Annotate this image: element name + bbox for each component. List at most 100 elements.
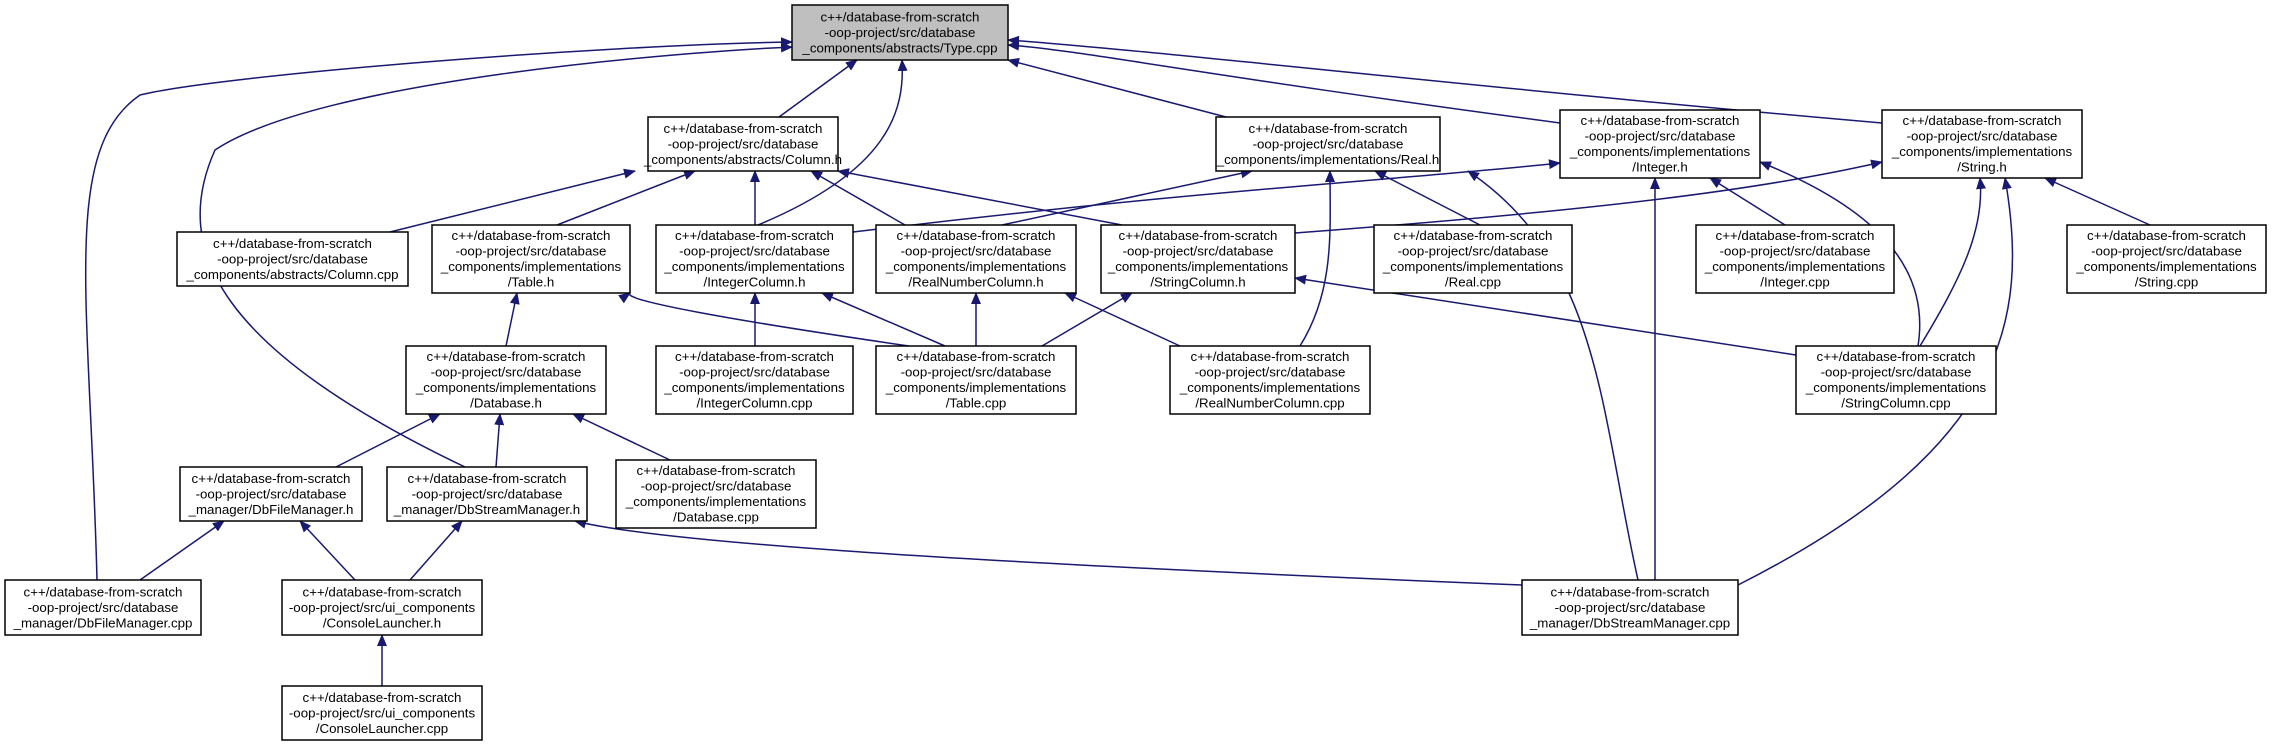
node-box: [1169, 345, 1371, 415]
node-label-line: c++/database-from-scratch: [1249, 121, 1408, 136]
node-real-cpp[interactable]: c++/database-from-scratch-oop-project/sr…: [1373, 224, 1573, 294]
edge-arrow: [1467, 170, 1639, 581]
edge-arrow: [574, 518, 1523, 586]
node-label-line: /ConsoleLauncher.cpp: [316, 721, 448, 736]
node-label-line: _components/implementations: [663, 259, 845, 274]
edge-database_h-to-table_h: [505, 292, 520, 347]
node-label-line: -oop-project/src/database: [679, 365, 830, 380]
node-stringcolumn-h[interactable]: c++/database-from-scratch-oop-project/sr…: [1100, 224, 1296, 294]
edge-column_cpp-to-column_h: [389, 168, 636, 233]
node-label-line: /Database.cpp: [673, 510, 759, 525]
node-label-line: c++/database-from-scratch: [1191, 349, 1350, 364]
node-label-line: c++/database-from-scratch: [897, 228, 1056, 243]
node-label-line: _components/implementations: [415, 380, 597, 395]
node-label-line: _components/implementations: [1107, 259, 1289, 274]
edge-arrow: [1064, 292, 1181, 347]
node-integer-h[interactable]: c++/database-from-scratch-oop-project/sr…: [1559, 109, 1761, 179]
node-box: [1881, 109, 2083, 179]
node-label-line: -oop-project/src/database: [901, 365, 1052, 380]
node-label-line: _components/implementations: [625, 494, 807, 509]
node-box: [875, 345, 1077, 415]
node-label-line: -oop-project/src/database: [1195, 365, 1346, 380]
node-label-line: c++/database-from-scratch: [1119, 228, 1278, 243]
node-label-line: c++/database-from-scratch: [1716, 228, 1875, 243]
node-dbfilemanager-h[interactable]: c++/database-from-scratch-oop-project/sr…: [179, 466, 363, 522]
node-label-line: /StringColumn.h: [1150, 275, 1245, 290]
node-label-line: /String.h: [1957, 160, 2007, 175]
node-box: [1559, 109, 1761, 179]
node-label-line: -oop-project/src/database: [901, 244, 1052, 259]
node-label-line: _components/abstracts/Type.cpp: [801, 40, 997, 55]
node-label-line: c++/database-from-scratch: [213, 236, 372, 251]
node-dbfilemanager-cpp[interactable]: c++/database-from-scratch-oop-project/sr…: [4, 579, 202, 636]
node-string-cpp[interactable]: c++/database-from-scratch-oop-project/sr…: [2066, 224, 2267, 294]
edge-arrow: [757, 59, 908, 226]
edge-arrow: [778, 59, 858, 118]
edge-arrow: [2044, 177, 2151, 226]
node-table-h[interactable]: c++/database-from-scratch-oop-project/sr…: [431, 224, 631, 294]
node-integercolumn-cpp[interactable]: c++/database-from-scratch-oop-project/sr…: [655, 345, 854, 415]
node-label-line: c++/database-from-scratch: [408, 471, 567, 486]
node-label-line: -oop-project/src/database: [668, 136, 819, 151]
edge-dbfilemanager_h-to-database_h: [335, 413, 441, 468]
node-consolelauncher-h[interactable]: c++/database-from-scratch-oop-project/sr…: [281, 579, 483, 636]
node-label-line: c++/database-from-scratch: [637, 463, 796, 478]
node-column-h[interactable]: c++/database-from-scratch-oop-project/sr…: [643, 116, 842, 172]
node-label-line: c++/database-from-scratch: [452, 228, 611, 243]
node-real-h[interactable]: c++/database-from-scratch-oop-project/sr…: [1215, 116, 1441, 172]
edge-real_h-to-type_cpp: [1007, 57, 1227, 118]
edge-table_cpp-to-stringcolumn_h: [1041, 292, 1133, 347]
node-box: [179, 466, 363, 522]
edge-dbfilemanager_cpp-to-type_cpp: [84, 37, 793, 581]
node-dbstreammanager-cpp[interactable]: c++/database-from-scratch-oop-project/sr…: [1521, 579, 1739, 636]
edge-string_cpp-to-string_h: [2044, 177, 2151, 226]
node-label-line: _components/implementations: [1891, 144, 2073, 159]
node-label-line: _components/abstracts/Column.h: [643, 152, 842, 167]
node-string-h[interactable]: c++/database-from-scratch-oop-project/sr…: [1881, 109, 2083, 179]
node-stringcolumn-cpp[interactable]: c++/database-from-scratch-oop-project/sr…: [1795, 345, 1997, 415]
node-box: [431, 224, 631, 294]
node-label-line: -oop-project/src/database: [1821, 365, 1972, 380]
node-label-line: _components/implementations: [1805, 380, 1987, 395]
edge-table_cpp-to-table_h: [618, 292, 910, 347]
node-box: [875, 224, 1077, 294]
node-label-line: _manager/DbFileManager.h: [188, 502, 354, 517]
node-box: [281, 579, 483, 636]
node-integercolumn-h[interactable]: c++/database-from-scratch-oop-project/sr…: [655, 224, 854, 294]
edge-arrow: [1001, 168, 1253, 226]
node-label-line: -oop-project/src/database: [825, 25, 976, 40]
node-label-line: /Integer.cpp: [1760, 275, 1830, 290]
edge-dbstreammanager_h-to-database_h: [494, 413, 505, 468]
node-box: [281, 685, 483, 741]
edge-arrow: [1007, 40, 1561, 124]
node-integer-cpp[interactable]: c++/database-from-scratch-oop-project/sr…: [1695, 224, 1895, 294]
node-label-line: /StringColumn.cpp: [1841, 396, 1950, 411]
node-label-line: c++/database-from-scratch: [24, 584, 183, 599]
edge-arrow: [1299, 170, 1336, 347]
node-database-cpp[interactable]: c++/database-from-scratch-oop-project/sr…: [615, 459, 817, 529]
node-column-cpp[interactable]: c++/database-from-scratch-oop-project/sr…: [176, 231, 409, 287]
node-label-line: _components/implementations/Real.h: [1216, 152, 1439, 167]
edge-arrow: [1374, 170, 1481, 226]
node-label-line: c++/database-from-scratch: [1581, 113, 1740, 128]
edges-layer: [84, 35, 2151, 686]
edge-arrow: [1919, 177, 1987, 347]
edge-realnumbercolumn_h-to-column_h: [810, 170, 906, 226]
node-consolelauncher-cpp[interactable]: c++/database-from-scratch-oop-project/sr…: [281, 685, 483, 741]
node-label-line: _components/implementations: [885, 380, 1067, 395]
node-label-line: -oop-project/src/database: [1398, 244, 1549, 259]
node-type-cpp[interactable]: c++/database-from-scratch-oop-project/sr…: [791, 4, 1009, 61]
edge-arrow: [572, 413, 671, 461]
node-label-line: c++/database-from-scratch: [1817, 349, 1976, 364]
node-box: [1521, 579, 1739, 636]
node-label-line: c++/database-from-scratch: [675, 349, 834, 364]
node-label-line: -oop-project/src/database: [2091, 244, 2242, 259]
node-realnumbercolumn-cpp[interactable]: c++/database-from-scratch-oop-project/sr…: [1169, 345, 1371, 415]
node-dbstreammanager-h[interactable]: c++/database-from-scratch-oop-project/sr…: [386, 466, 588, 522]
node-table-cpp[interactable]: c++/database-from-scratch-oop-project/sr…: [875, 345, 1077, 415]
node-label-line: -oop-project/src/ui_components: [289, 705, 476, 720]
edge-arrow: [1709, 177, 1786, 226]
node-realnumbercolumn-h[interactable]: c++/database-from-scratch-oop-project/sr…: [875, 224, 1077, 294]
node-database-h[interactable]: c++/database-from-scratch-oop-project/sr…: [405, 345, 607, 415]
node-label-line: /Table.h: [508, 275, 555, 290]
